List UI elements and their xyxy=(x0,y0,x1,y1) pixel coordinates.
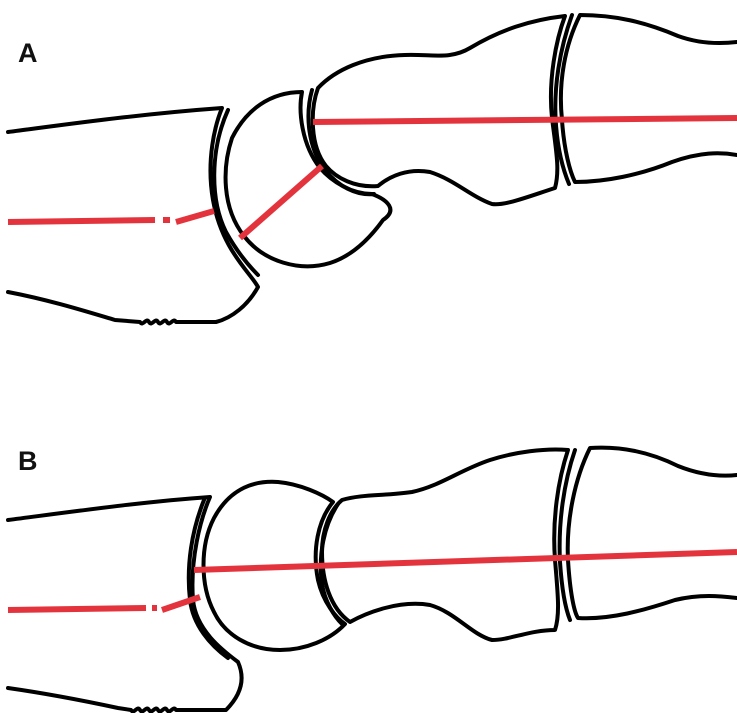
panel-a-metacarpal xyxy=(561,15,737,182)
panel-b: B xyxy=(8,446,737,711)
panel-a-label: A xyxy=(18,38,38,68)
panel-b-capitate xyxy=(322,449,568,640)
panel-b-label: B xyxy=(18,446,38,476)
panel-a: A xyxy=(8,15,737,323)
panel-b-radius xyxy=(8,497,242,711)
panel-b-radius-axis xyxy=(8,608,146,610)
panel-a-radius-axis xyxy=(8,220,155,222)
panel-a-capitate xyxy=(313,16,565,204)
panel-a-capitate-axis xyxy=(313,118,737,122)
panel-b-metacarpal xyxy=(568,448,737,619)
